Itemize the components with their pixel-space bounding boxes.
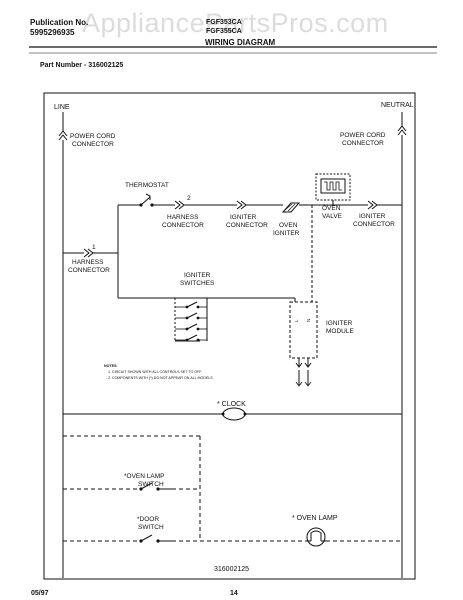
igniter-module-label-1: IGNITER — [326, 320, 353, 327]
note-1: 1. CIRCUIT SHOWN WITH ALL CONTROLS SET T… — [108, 370, 202, 374]
page-title: WIRING DIAGRAM — [205, 38, 276, 47]
igniter-connector-b-label-2: CONNECTOR — [353, 221, 395, 228]
notes-title: NOTES: — [104, 364, 118, 368]
part-number: Part Number - 316002125 — [40, 62, 124, 69]
clock-label: * CLOCK — [217, 401, 246, 408]
igniter-switch-1 — [175, 301, 207, 309]
diagram-frame — [43, 92, 416, 580]
power-cord-connector-left-label-1: POWER CORD — [70, 133, 116, 140]
oven-lamp-switch-label-2: SWITCH — [138, 481, 164, 488]
thermostat-label: THERMOSTAT — [125, 182, 169, 189]
harness-connector-left-label-1: HARNESS — [72, 259, 104, 266]
oven-lamp-circuit — [63, 435, 402, 542]
power-cord-connector-right: POWER CORD CONNECTOR — [340, 112, 407, 147]
footer-page-number: 14 — [230, 590, 238, 597]
oven-lamp-switch-label-1: *OVEN LAMP — [124, 473, 164, 480]
igniter-connector-a-label-2: CONNECTOR — [226, 222, 268, 229]
oven-igniter: OVEN IGNITER — [273, 202, 301, 237]
igniter-switch-2 — [175, 312, 207, 320]
module-terminal-n: N — [306, 319, 311, 322]
igniter-switch-4 — [175, 334, 207, 342]
harness-connector-top-label-2: CONNECTOR — [162, 222, 204, 229]
power-cord-connector-left: POWER CORD CONNECTOR — [58, 112, 116, 148]
drawing-number: 316002125 — [214, 566, 249, 573]
oven-lamp-switch: *OVEN LAMP SWITCH — [124, 473, 172, 491]
oven-valve-label-1: OVEN — [322, 205, 341, 212]
igniter-switches-label-1: IGNITER — [184, 272, 211, 279]
line-label: LINE — [54, 104, 70, 111]
neutral-label: NEUTRAL — [381, 102, 414, 109]
publication-number: 5995296935 — [30, 28, 75, 37]
power-cord-connector-left-label-2: CONNECTOR — [72, 141, 114, 148]
oven-lamp: * OVEN LAMP — [292, 515, 338, 547]
door-switch-label-1: *DOOR — [137, 516, 159, 523]
model-number-2: FGF355CA — [206, 28, 242, 35]
publication-label: Publication No. — [30, 18, 89, 27]
door-switch: *DOOR SWITCH — [137, 516, 172, 543]
model-number-1: FGF353CA — [206, 19, 242, 26]
pin-2-label: 2 — [187, 195, 191, 202]
igniter-module-label-2: MODULE — [326, 328, 354, 335]
notes: NOTES: 1. CIRCUIT SHOWN WITH ALL CONTROL… — [104, 364, 214, 380]
igniter-connector-a-label-1: IGNITER — [230, 214, 257, 221]
igniter-connector-b-label-1: IGNITER — [359, 213, 386, 220]
power-cord-connector-right-label-1: POWER CORD — [340, 132, 386, 139]
harness-connector-left-label-2: CONNECTOR — [68, 267, 110, 274]
oven-igniter-label-1: OVEN — [279, 222, 298, 229]
footer-date: 05/97 — [31, 590, 49, 597]
oven-igniter-label-2: IGNITER — [273, 230, 300, 237]
igniter-switches-label-2: SWITCHES — [180, 280, 215, 287]
igniter-switch-3 — [175, 323, 207, 331]
pin-1-label: 1 — [92, 244, 96, 251]
igniter-switches: IGNITER SWITCHES — [174, 272, 215, 342]
watermark: AppliancePartsPros.com — [82, 8, 389, 38]
igniter-module: L N IGNITER MODULE — [286, 205, 354, 387]
harness-connector-top-label-1: HARNESS — [167, 214, 199, 221]
door-switch-label-2: SWITCH — [138, 524, 164, 531]
oven-valve-label-2: VALVE — [322, 213, 343, 220]
thermostat: THERMOSTAT 2 — [118, 182, 191, 207]
oven-lamp-label: * OVEN LAMP — [292, 515, 338, 522]
harness-connector-left: 1 HARNESS CONNECTOR — [63, 244, 118, 274]
module-terminal-l: L — [294, 319, 299, 322]
note-2: 2. COMPONENTS WITH (*) DO NOT APPEAR ON … — [108, 376, 214, 380]
oven-valve: OVEN VALVE — [315, 173, 351, 220]
power-cord-connector-right-label-2: CONNECTOR — [342, 140, 384, 147]
spark-electrode-leads — [295, 358, 312, 387]
clock: * CLOCK — [63, 401, 402, 421]
